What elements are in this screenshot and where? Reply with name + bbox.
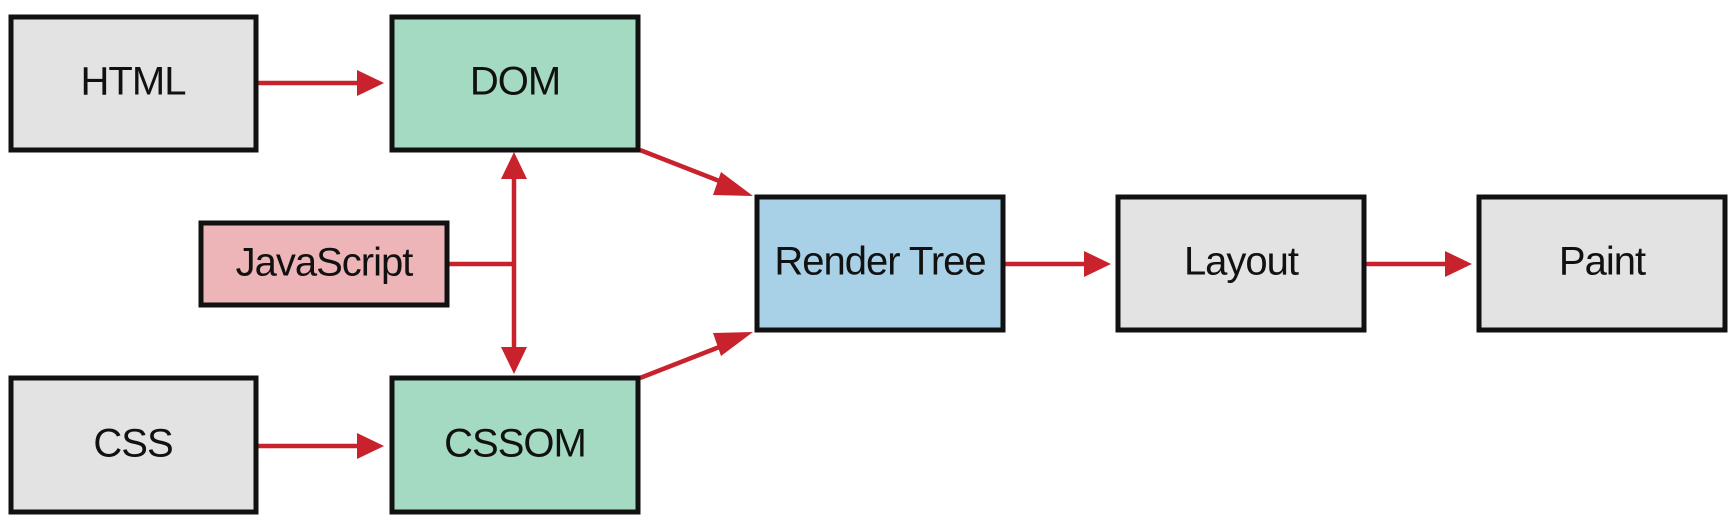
node-layout: Layout [1115,194,1367,333]
node-javascript-label: JavaScript [236,241,414,285]
node-cssom: CSSOM [389,375,641,515]
edge-layout-to-paint [1366,251,1472,277]
edge-render-tree-to-layout [1005,251,1111,277]
node-javascript: JavaScript [198,220,450,308]
node-css-label: CSS [93,422,172,466]
edge-javascript-to-dom [501,152,527,264]
node-paint: Paint [1476,194,1728,333]
node-paint-label: Paint [1559,240,1646,284]
node-render-tree: Render Tree [754,194,1006,333]
nodes: HTML DOM JavaScript CSS CSSOM Render Tre… [8,14,1728,515]
node-layout-label: Layout [1184,240,1299,284]
edge-dom-to-render-tree [639,147,753,196]
edge-html-to-dom [258,70,384,96]
node-dom-label: DOM [470,60,560,104]
edge-javascript-to-cssom [501,264,527,374]
edge-css-to-cssom [258,433,384,459]
node-html: HTML [8,14,259,153]
node-dom: DOM [389,14,641,153]
edge-cssom-to-render-tree [639,332,753,381]
node-render-tree-label: Render Tree [774,240,985,284]
node-cssom-label: CSSOM [444,422,586,466]
node-css: CSS [8,375,259,515]
node-html-label: HTML [81,60,186,104]
edges [258,70,1472,459]
